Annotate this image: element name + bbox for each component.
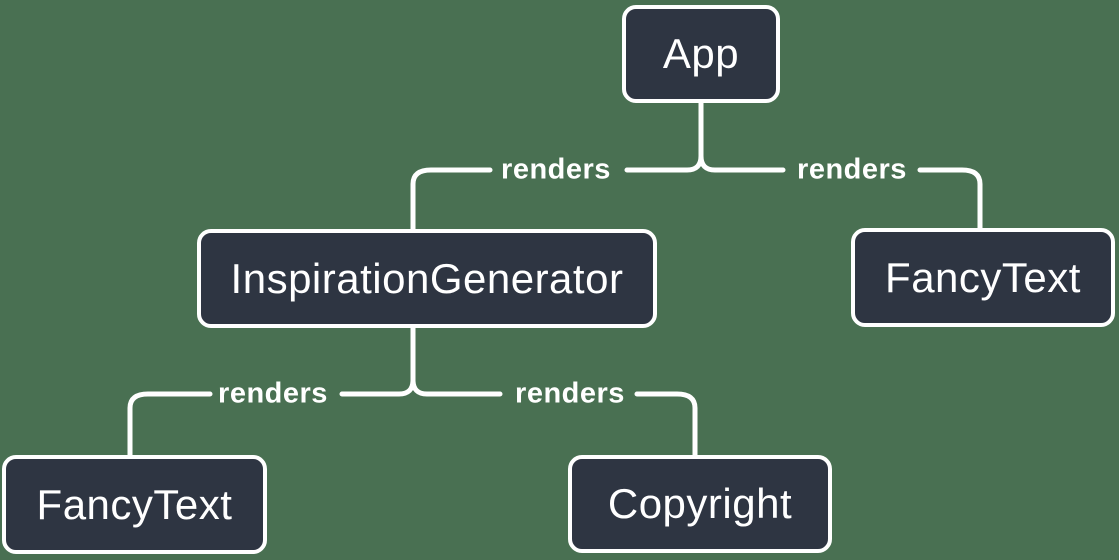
node-inspiration-generator: InspirationGenerator [197,229,657,328]
edge-inspirationgenerator-to-copyright [410,325,698,458]
node-app: App [622,5,780,103]
node-fancy-text-top: FancyText [851,228,1115,327]
node-fancy-text-top-label: FancyText [885,253,1081,301]
node-copyright: Copyright [568,455,832,553]
edge-label-inspirationgenerator-fancytext: renders [218,377,328,410]
edge-app-to-fancytext [698,100,983,231]
edge-label-app-fancytext: renders [797,153,907,186]
node-inspiration-generator-label: InspirationGenerator [230,254,624,302]
node-fancy-text-bottom-label: FancyText [36,480,233,528]
node-app-label: App [662,30,740,77]
node-copyright-label: Copyright [607,480,793,527]
node-fancy-text-bottom: FancyText [2,455,267,554]
edge-label-app-inspirationgenerator: renders [501,153,611,186]
edge-label-inspirationgenerator-copyright: renders [515,377,625,410]
